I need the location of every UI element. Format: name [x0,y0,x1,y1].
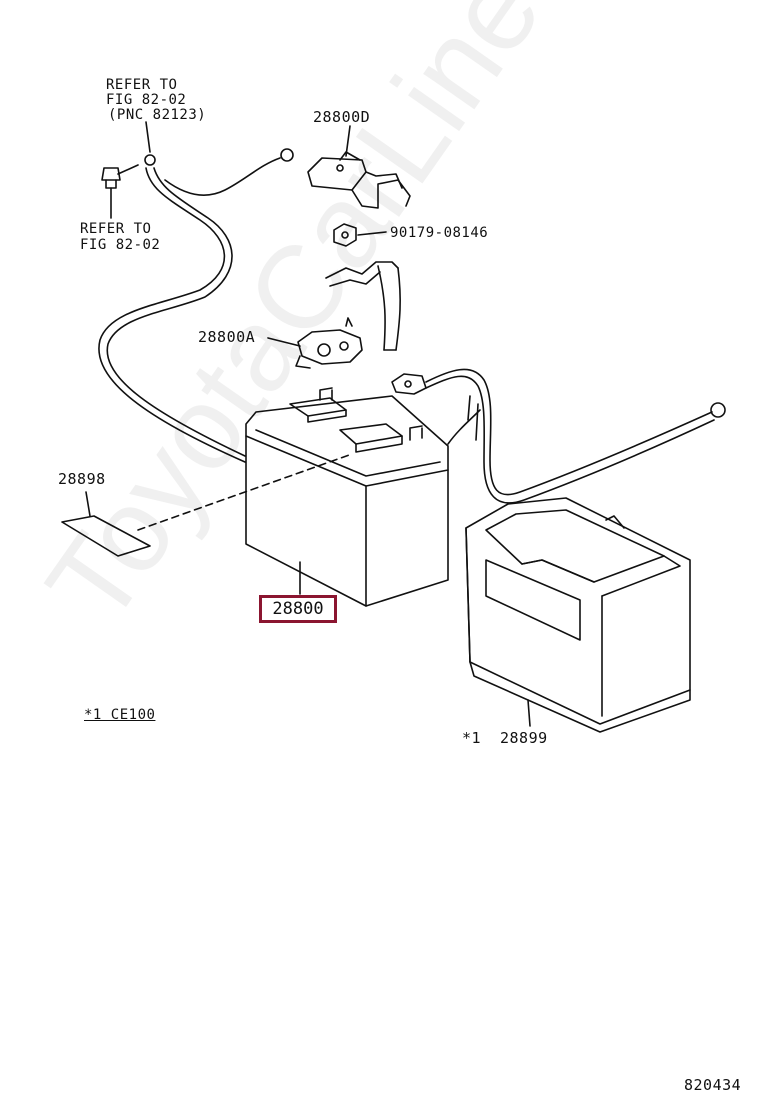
battery-label-sticker-icon [61,453,353,557]
refer-label-top-line1: REFER TO [106,77,178,93]
refer-label-top-line2: FIG 82-02 [106,92,187,108]
terminal-clamp-icon [267,317,363,369]
terminal-lug-icon [325,261,401,351]
part-number-bracket[interactable]: 28800D [313,108,371,126]
ground-cable [98,148,294,463]
part-number-tray[interactable]: 28899 [500,729,548,747]
nut-icon [333,223,387,247]
footnote-applicability: *1 CE100 [84,707,156,723]
bolt-icon [101,164,139,219]
refer-label-bottom-line1: REFER TO [80,221,152,237]
positive-cable [391,368,726,504]
refer-label-top-line3: (PNC 82123) [108,107,207,123]
part-number-battery-highlighted[interactable]: 28800 [259,595,337,623]
refer-label-bottom-line2: FIG 82-02 [80,237,161,253]
part-number-clamp[interactable]: 28800A [198,328,256,346]
tray-footnote-marker: *1 [462,729,482,747]
hold-down-bracket-icon [307,125,411,209]
battery-icon [245,387,449,607]
battery-tray-icon [465,497,691,733]
diagram-id: 820434 [684,1076,742,1094]
part-number-nut[interactable]: 90179-08146 [390,225,489,241]
part-number-label[interactable]: 28898 [58,470,106,488]
